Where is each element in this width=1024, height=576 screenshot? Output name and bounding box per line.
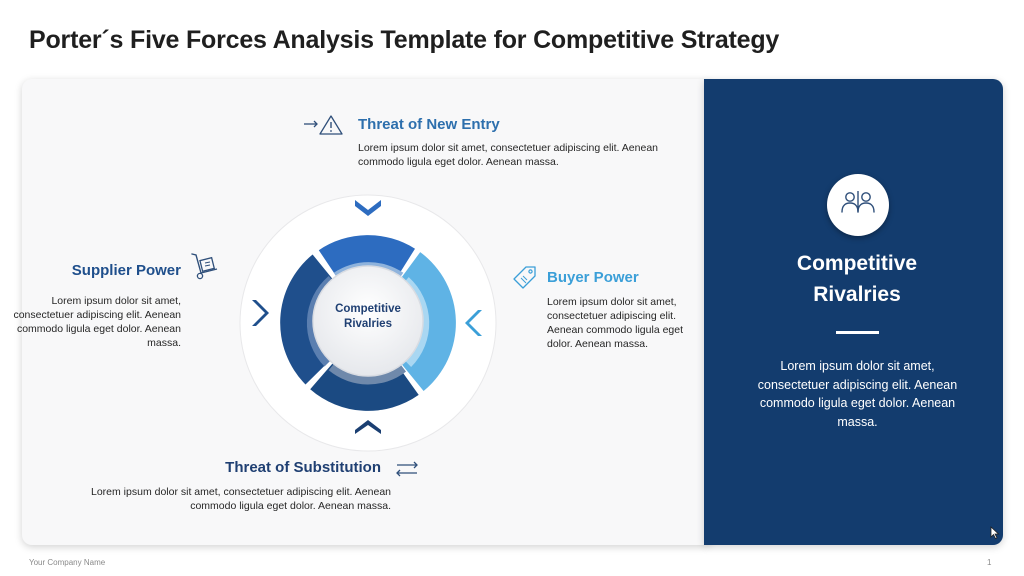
center-label-line2: Rivalries [344,318,392,330]
title-divider [836,331,879,334]
people-icon [841,191,875,213]
buyer-text: Lorem ipsum dolor sit amet, consectetuer… [547,296,684,350]
mouse-cursor-icon [990,526,1000,540]
rivalry-panel-title: Competitive Rivalries [704,248,1010,310]
chevron-left-icon [465,310,482,336]
chevron-down-icon [355,200,381,216]
rivalry-panel-text: Lorem ipsum dolor sit amet, consectetuer… [757,359,958,429]
center-circle [312,265,424,377]
substitution-text: Lorem ipsum dolor sit amet, consectetuer… [91,486,391,512]
rivalry-panel [704,79,1003,545]
five-forces-cycle-diagram: Competitive Rivalries [239,194,497,452]
price-tag-icon [513,266,536,289]
rivalry-title-line2: Rivalries [813,283,901,306]
supplier-heading: Supplier Power [71,262,181,279]
substitution-heading: Threat of Substitution [225,459,381,476]
chevron-right-icon [252,300,269,326]
buyer-heading: Buyer Power [547,269,639,286]
rivalry-title-line1: Competitive [796,252,918,275]
hand-truck-icon [191,253,218,280]
footer-page-number: 1 [987,558,992,567]
swap-arrows-icon [396,461,418,477]
supplier-text: Lorem ipsum dolor sit amet, consectetuer… [13,295,181,349]
slide-title: Porter´s Five Forces Analysis Template f… [29,26,780,54]
warning-arrow-icon [304,115,343,135]
center-label-line1: Competitive [335,303,401,315]
chevron-up-icon [355,420,381,434]
new-entry-text: Lorem ipsum dolor sit amet, consectetuer… [358,142,658,168]
rivalry-icon-badge [827,174,889,236]
footer-company-name: Your Company Name [29,558,106,567]
new-entry-heading: Threat of New Entry [358,116,500,133]
